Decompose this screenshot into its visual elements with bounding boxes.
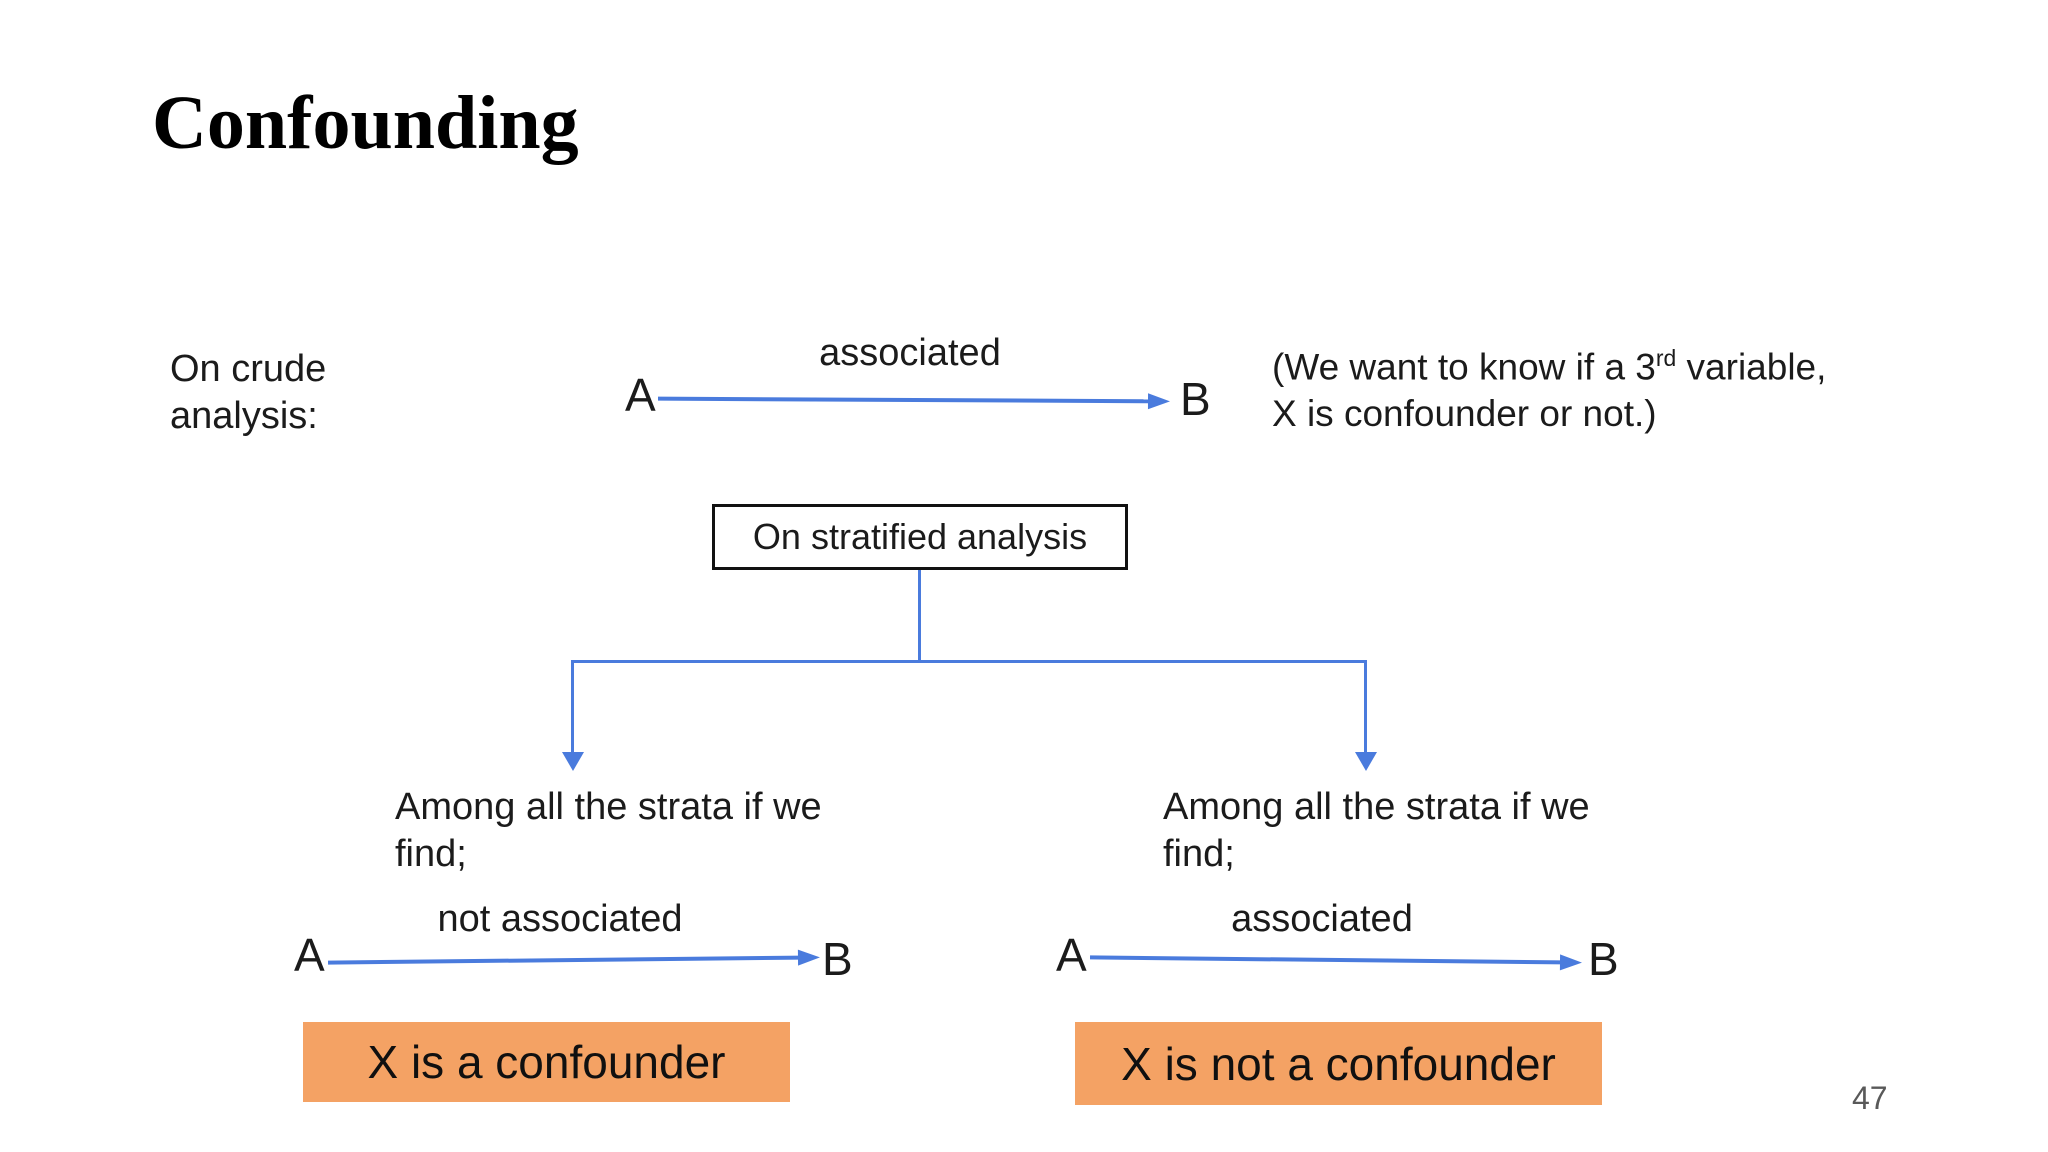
down-arrowhead-icon [562,752,584,771]
right-branch-node-a: A [1056,929,1087,981]
connector-left-drop-line [571,660,574,754]
left-branch-node-b: B [822,933,853,985]
left-branch-arrow [327,947,821,972]
right-result-box: X is not a confounder [1075,1022,1602,1105]
arrow-shaft [1089,955,1563,965]
left-result-box: X is a confounder [303,1022,790,1102]
right-branch-node-b: B [1588,933,1619,985]
slide-title: Confounding [152,81,579,165]
left-branch-node-a: A [294,929,325,981]
right-arrowhead-icon [797,949,821,966]
right-branch-arrow [1089,947,1583,972]
crude-arrow-label: associated [819,332,1001,374]
left-branch-condition: Among all the strata if we find; [395,786,822,876]
connector-drop-line [918,570,921,662]
note-line-1: (We want to know if a 3rd variable, [1272,345,1827,388]
crude-association-arrow [657,389,1171,412]
stratified-analysis-box: On stratified analysis [712,504,1128,570]
page-number: 47 [1852,1080,1888,1116]
right-arrowhead-icon [1559,954,1583,971]
right-arrowhead-icon [1147,393,1171,410]
arrow-shaft [327,955,801,965]
right-branch-condition: Among all the strata if we find; [1163,786,1590,876]
superscript-rd: rd [1655,345,1677,371]
down-arrowhead-icon [1355,752,1377,771]
arrow-shaft [657,396,1151,404]
parenthetical-note: (We want to know if a 3rd variable, X is… [1272,344,1826,438]
left-branch-arrow-label: not associated [437,898,683,940]
crude-analysis-intro: On crude analysis: [170,348,327,438]
left-result-label: X is a confounder [367,1036,726,1088]
crude-node-b: B [1180,373,1211,425]
stratified-analysis-box-label: On stratified analysis [752,516,1088,557]
right-result-label: X is not a confounder [1121,1037,1556,1090]
crude-node-a: A [625,369,656,421]
note-line-2: X is confounder or not.) [1272,392,1657,434]
connector-right-drop-line [1364,660,1367,754]
right-branch-arrow-label: associated [1231,898,1413,940]
connector-split-line [571,660,1367,663]
